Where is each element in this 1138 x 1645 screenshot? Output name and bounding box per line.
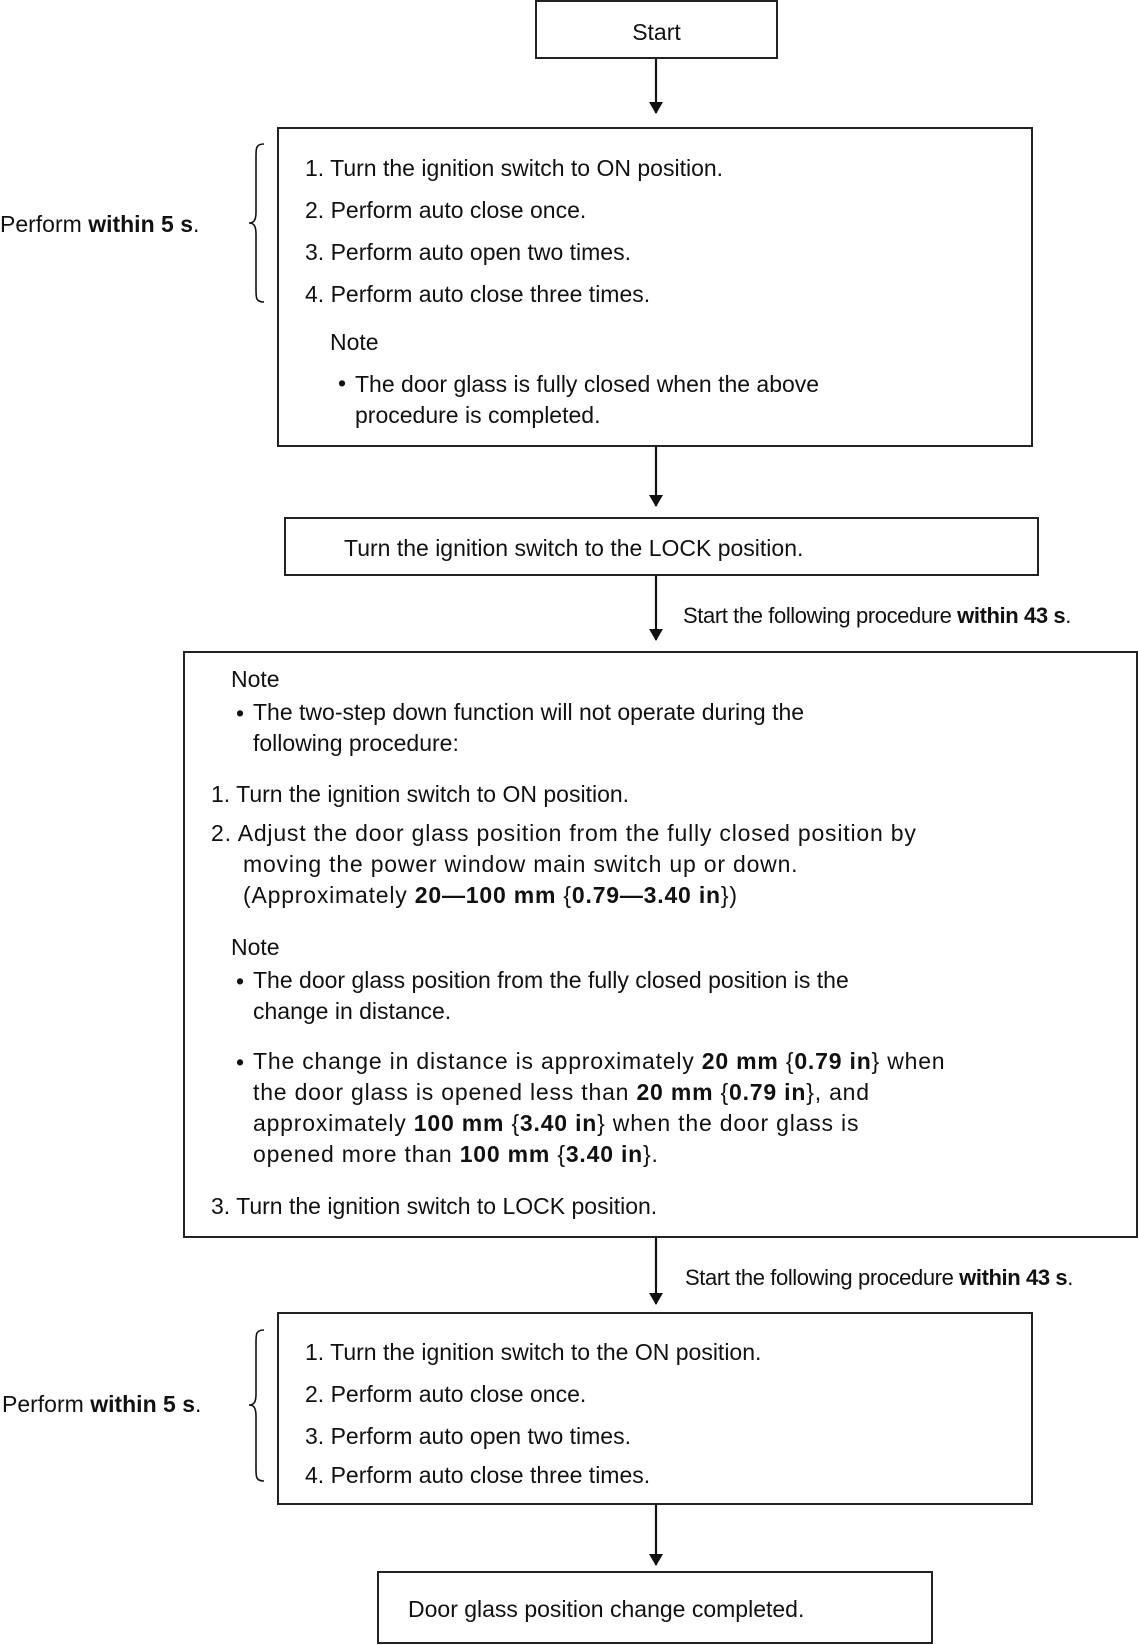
end-label: Door glass position change completed. [408,1596,805,1622]
block1-side-label: Perform within 5 s. [0,211,200,237]
block2-note2-b2-line-2: the door glass is opened less than 20 mm… [253,1079,870,1105]
lock-step-box: Turn the ignition switch to the LOCK pos… [284,517,1039,576]
start-box: Start [535,0,778,59]
block2-note2-b2-line-4: opened more than 100 mm {3.40 in}. [253,1141,659,1167]
timing-note-2: Start the following procedure within 43 … [685,1265,1073,1290]
block1-step-1: 1. Turn the ignition switch to ON positi… [305,155,724,181]
block1-step-2: 2. Perform auto close once. [305,197,587,223]
block3-side-label: Perform within 5 s. [2,1391,202,1417]
block2-note2-title: Note [231,934,280,960]
end-box: Door glass position change completed. [377,1571,933,1644]
block2-note2-b2-line-3: approximately 100 mm {3.40 in} when the … [253,1110,860,1136]
block1-note-bullet: • [338,370,347,396]
block1-step-3: 3. Perform auto open two times. [305,239,631,265]
block2-note2-b1-line-1: The door glass position from the fully c… [253,967,849,993]
block2-note1-title: Note [231,666,280,692]
block1-note-title: Note [330,329,379,355]
brace-block1 [248,143,265,303]
block2-box: Note • The two-step down function will n… [183,651,1138,1238]
brace-block3 [248,1329,265,1482]
block1-step-4: 4. Perform auto close three times. [305,281,651,307]
block3-step-1: 1. Turn the ignition switch to the ON po… [305,1339,762,1365]
block2-step-2-approx: (Approximately 20—100 mm {0.79—3.40 in}) [243,882,738,908]
block3-step-2: 2. Perform auto close once. [305,1381,587,1407]
block2-note2-b2-line-1: The change in distance is approximately … [253,1048,946,1074]
block2-note1-bullet: • [236,700,245,726]
block1-box: 1. Turn the ignition switch to ON positi… [277,127,1033,447]
block2-step-3: 3. Turn the ignition switch to LOCK posi… [211,1193,658,1219]
block2-note2-b1-line-2: change in distance. [253,998,452,1024]
start-label: Start [632,19,681,45]
block2-note1-line-2: following procedure: [253,730,459,756]
block2-note2-bullet-2: • [236,1049,245,1075]
block3-box: 1. Turn the ignition switch to the ON po… [277,1312,1033,1505]
block2-step-1: 1. Turn the ignition switch to ON positi… [211,781,630,807]
lock-step-label: Turn the ignition switch to the LOCK pos… [344,535,804,561]
timing-note-1: Start the following procedure within 43 … [683,603,1071,628]
block3-step-4: 4. Perform auto close three times. [305,1462,651,1488]
block2-step-2-line-1: 2. Adjust the door glass position from t… [211,820,917,846]
block2-step-2-line-2: moving the power window main switch up o… [243,851,799,877]
block1-note-line-2: procedure is completed. [355,402,601,428]
block3-step-3: 3. Perform auto open two times. [305,1423,631,1449]
block2-note1-line-1: The two-step down function will not oper… [253,699,805,725]
block2-note2-bullet-1: • [236,968,245,994]
block1-note-line-1: The door glass is fully closed when the … [355,371,820,397]
